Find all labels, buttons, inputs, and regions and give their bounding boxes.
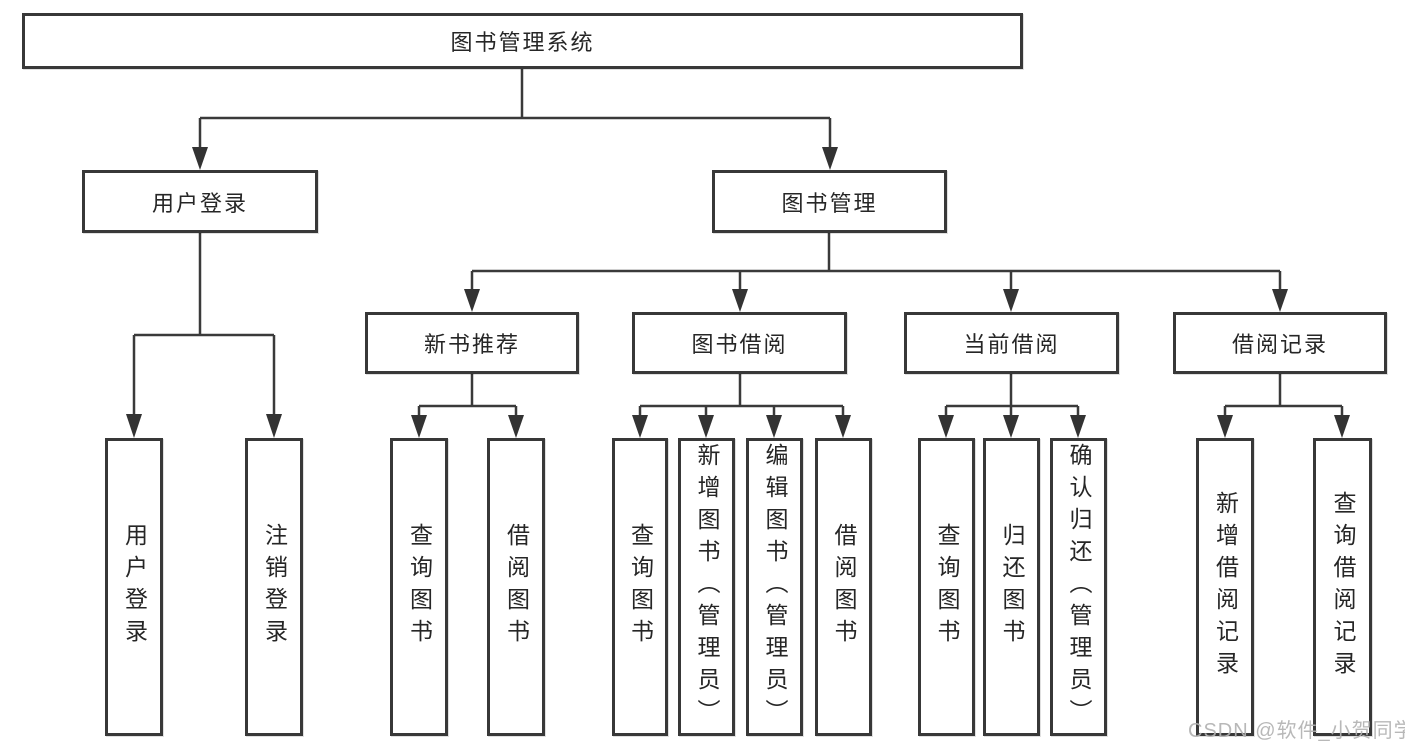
leaf-return-books: 归还图书 (983, 438, 1040, 736)
leaf-label: 查询借阅记录 (1330, 491, 1356, 683)
node-new-book-recommend: 新书推荐 (365, 312, 579, 374)
arrowhead-group (126, 147, 1350, 438)
node-book-borrowing: 图书借阅 (632, 312, 847, 374)
leaf-label: 查询图书 (934, 523, 960, 651)
leaf-logout: 注销登录 (245, 438, 303, 736)
node-label: 图书管理系统 (450, 30, 595, 55)
leaf-add-book-admin: 新增图书（管理员） (678, 438, 735, 736)
leaf-user-login: 用户登录 (105, 438, 163, 736)
leaf-label: 用户登录 (121, 523, 148, 651)
node-borrowing-records: 借阅记录 (1173, 312, 1387, 374)
csdn-watermark: CSDN @软件_小贺同学 (1188, 720, 1405, 742)
leaf-label: 查询图书 (406, 523, 433, 651)
node-label: 借阅记录 (1231, 332, 1328, 357)
leaf-borrow-books: 借阅图书 (815, 438, 872, 736)
leaf-label: 借阅图书 (831, 523, 857, 651)
node-current-borrowing: 当前借阅 (904, 312, 1119, 374)
node-library-system: 图书管理系统 (22, 13, 1023, 69)
node-book-management: 图书管理 (712, 170, 947, 233)
leaf-label: 查询图书 (627, 523, 654, 651)
node-label: 用户登录 (151, 190, 248, 216)
leaf-label: 新增图书（管理员） (694, 443, 720, 731)
leaf-label: 借阅图书 (503, 523, 530, 651)
leaf-add-borrow-record: 新增借阅记录 (1196, 438, 1254, 736)
leaf-label: 新增借阅记录 (1212, 491, 1239, 683)
node-label: 当前借阅 (963, 332, 1060, 357)
leaf-label: 确认归还（管理员） (1066, 443, 1092, 731)
leaf-label: 归还图书 (999, 523, 1025, 651)
node-label: 新书推荐 (423, 332, 520, 357)
leaf-label: 注销登录 (261, 523, 288, 651)
leaf-query-books-recommend: 查询图书 (390, 438, 448, 736)
node-label: 图书管理 (781, 190, 878, 216)
leaf-query-books-borrow: 查询图书 (612, 438, 668, 736)
leaf-edit-book-admin: 编辑图书（管理员） (746, 438, 803, 736)
leaf-query-books-current: 查询图书 (918, 438, 975, 736)
leaf-confirm-return-admin: 确认归还（管理员） (1050, 438, 1107, 736)
leaf-query-borrow-record: 查询借阅记录 (1313, 438, 1372, 736)
leaf-borrow-books-recommend: 借阅图书 (487, 438, 545, 736)
leaf-label: 编辑图书（管理员） (762, 443, 788, 731)
node-user-login: 用户登录 (82, 170, 318, 233)
node-label: 图书借阅 (691, 332, 788, 357)
